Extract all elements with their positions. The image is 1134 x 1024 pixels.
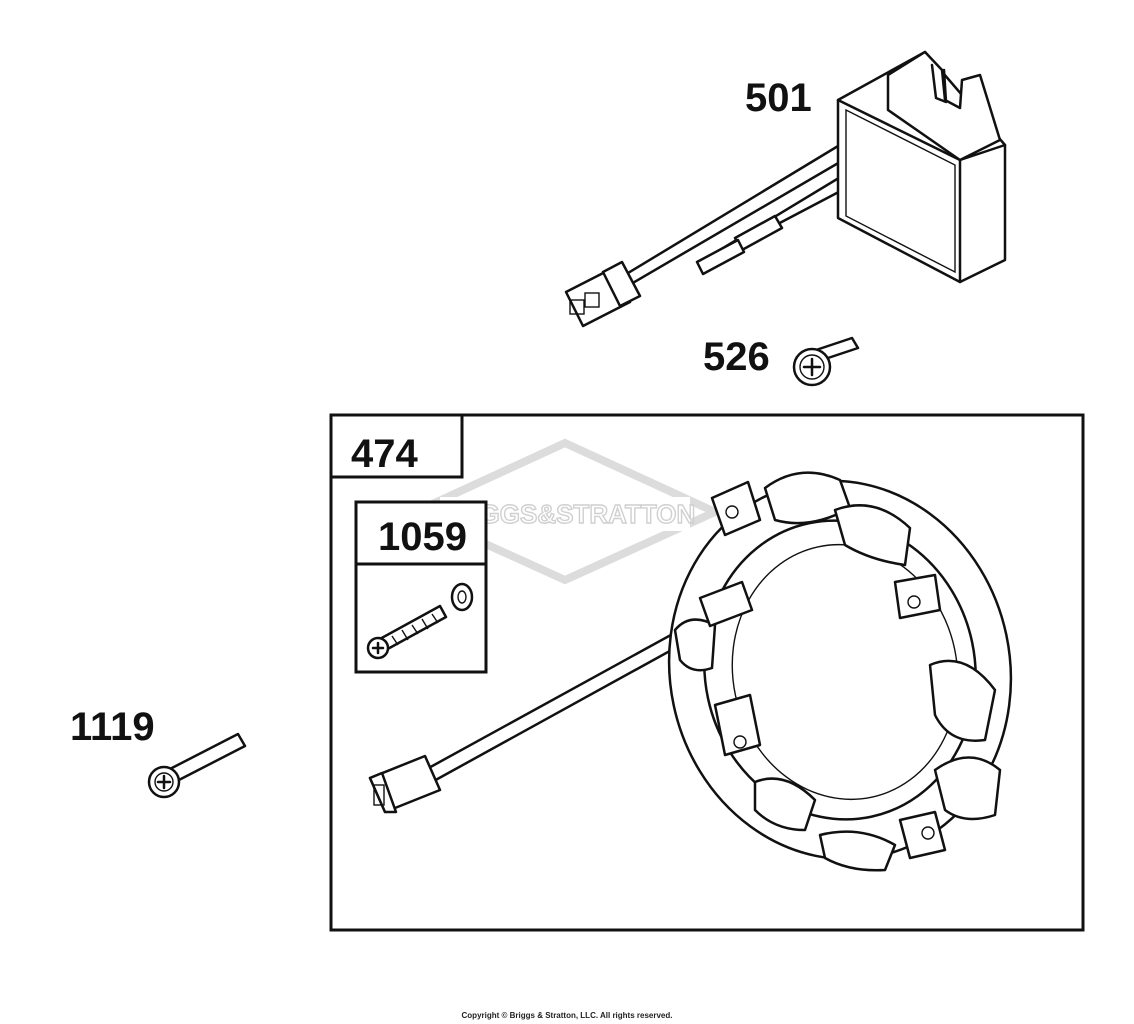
copyright-notice: Copyright © Briggs & Stratton, LLC. All …: [461, 1011, 673, 1020]
part-number-474: 474: [351, 432, 418, 476]
alternator-kit-label-box: [329, 413, 464, 479]
part-number-1059: 1059: [378, 515, 467, 559]
regulator-drawing[interactable]: [564, 50, 1007, 328]
stator-screw-drawing[interactable]: [147, 732, 247, 799]
part-number-1119: 1119: [70, 705, 155, 749]
regulator-screw-drawing[interactable]: [792, 336, 860, 387]
stator-drawing[interactable]: [368, 449, 1046, 891]
screw-kit-drawing[interactable]: [366, 582, 474, 660]
part-number-526: 526: [703, 335, 770, 379]
part-number-501: 501: [745, 76, 812, 120]
alternator-kit-frame: [329, 413, 1085, 932]
